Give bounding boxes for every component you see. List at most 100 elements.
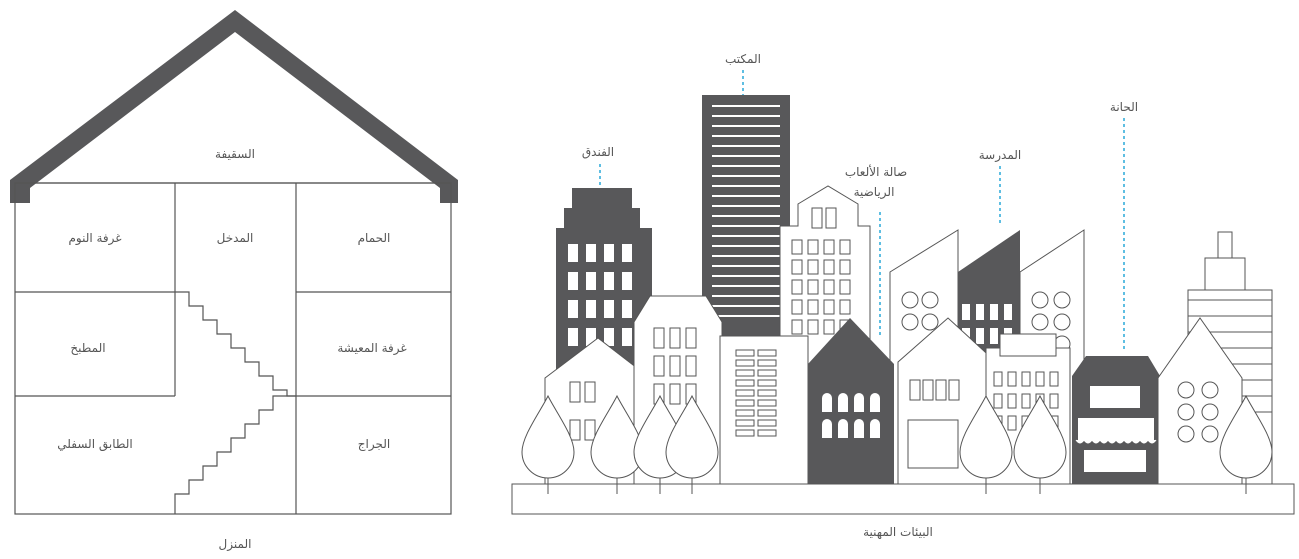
gym-window	[823, 319, 835, 335]
building-window	[1007, 415, 1017, 431]
label-gym-line1: صالة الألعاب	[845, 164, 907, 179]
arched-window	[822, 393, 832, 412]
gym-window	[825, 207, 837, 229]
label-gym-line2: الرياضية	[854, 185, 895, 200]
room-label-living-room: غرفة المعيشة	[337, 341, 406, 356]
building-window	[1007, 371, 1017, 387]
building-window	[685, 327, 697, 349]
building-front-mid2	[719, 335, 809, 485]
building-window	[757, 349, 777, 357]
gym-window	[839, 279, 851, 295]
building-window	[1049, 371, 1059, 387]
room-label-bedroom: غرفة النوم	[68, 231, 121, 246]
building-window	[735, 359, 755, 367]
building-window	[669, 355, 681, 377]
gym-window	[807, 239, 819, 255]
gym-window	[839, 259, 851, 275]
building-front-right	[1157, 317, 1243, 485]
hotel-window	[586, 300, 596, 318]
hotel-window	[622, 272, 632, 290]
round-window	[1177, 403, 1195, 421]
hotel-window	[586, 272, 596, 290]
building-window	[757, 379, 777, 387]
school-round-window	[1031, 313, 1049, 331]
building-window	[757, 409, 777, 417]
hotel-window	[622, 328, 632, 346]
building-window	[757, 389, 777, 397]
round-window	[1201, 403, 1219, 421]
building-window	[757, 429, 777, 437]
gym-window	[839, 239, 851, 255]
school-window	[1004, 304, 1012, 320]
gym-window	[823, 299, 835, 315]
tree-crown	[1013, 394, 1067, 479]
gym-window	[791, 279, 803, 295]
school-window	[990, 304, 998, 320]
school-window	[976, 328, 984, 344]
building-window	[1021, 393, 1031, 409]
city-diagram: المكتب الفندق صالة الألعاب الرياضية المد…	[511, 52, 1295, 539]
building-window	[669, 383, 681, 405]
arched-window	[838, 393, 848, 412]
gym-window	[811, 207, 823, 229]
hotel-window	[622, 244, 632, 262]
room-label-basement: الطابق السفلي	[57, 437, 132, 452]
gym-window	[823, 279, 835, 295]
school-round-window	[1053, 291, 1071, 309]
arched-window	[870, 393, 880, 412]
school-round-window	[901, 291, 919, 309]
room-label-attic: السقيفة	[215, 147, 255, 161]
building-window	[653, 355, 665, 377]
building-window	[685, 355, 697, 377]
school-round-window	[921, 291, 939, 309]
hotel-window	[586, 328, 596, 346]
school-round-window	[901, 313, 919, 331]
round-window	[1177, 381, 1195, 399]
building-window	[735, 349, 755, 357]
city-caption: البيئات المهنية	[863, 525, 933, 539]
tree-crown	[665, 394, 719, 479]
arched-window	[822, 419, 832, 438]
building-window	[735, 429, 755, 437]
building-window	[735, 369, 755, 377]
building-window	[735, 409, 755, 417]
building-window	[735, 399, 755, 407]
building-window	[757, 369, 777, 377]
hotel-window	[568, 244, 578, 262]
gym-window	[791, 259, 803, 275]
building-window	[1035, 371, 1045, 387]
gym-window	[839, 299, 851, 315]
ground-strip	[511, 483, 1295, 515]
room-label-entrance: المدخل	[217, 231, 254, 245]
label-school: المدرسة	[979, 148, 1022, 163]
room-label-garage: الجراج	[358, 437, 390, 452]
house-caption: المنزل	[219, 537, 252, 552]
round-window	[1177, 425, 1195, 443]
building-window	[653, 327, 665, 349]
gym-window	[807, 299, 819, 315]
school-window	[962, 304, 970, 320]
trees	[521, 394, 1273, 494]
house-roof	[10, 10, 458, 203]
school-round-window	[921, 313, 939, 331]
building-window	[735, 379, 755, 387]
hotel-window	[604, 244, 614, 262]
school-round-window	[1031, 291, 1049, 309]
hotel-window	[586, 244, 596, 262]
hotel-window	[568, 272, 578, 290]
hotel-window	[622, 300, 632, 318]
arched-window	[838, 419, 848, 438]
round-window	[1201, 381, 1219, 399]
room-label-bathroom: الحمام	[358, 231, 391, 245]
gym-window	[807, 259, 819, 275]
building-window	[669, 327, 681, 349]
building-window	[993, 371, 1003, 387]
tree-crown	[521, 394, 575, 479]
building-window	[735, 389, 755, 397]
label-office: المكتب	[725, 52, 761, 66]
school-window	[976, 304, 984, 320]
house-diagram: السقيفة غرفة النوم المدخل الحمام المطبخ …	[10, 10, 458, 552]
gym-window	[823, 259, 835, 275]
room-label-kitchen: المطبخ	[70, 341, 105, 355]
